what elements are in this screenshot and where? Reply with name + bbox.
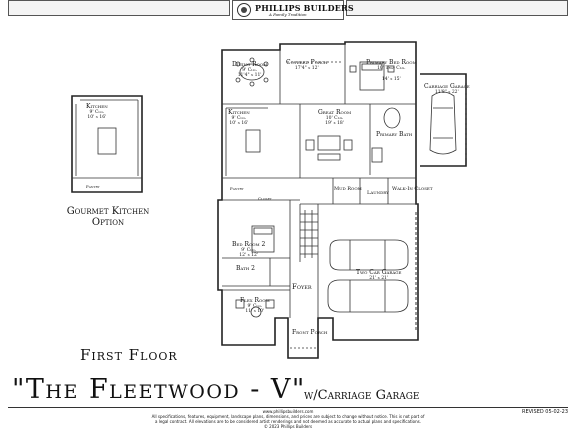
room-label-foyer: Foyer bbox=[292, 283, 312, 291]
room-label-flex: Flex Room 9' Clg. 11' x 10' bbox=[240, 297, 270, 315]
covered-porch-dims: 17'4" x 12' bbox=[294, 66, 319, 71]
room-label-laundry: Laundry bbox=[367, 190, 389, 196]
footer-website: www.phillipsbuilders.com bbox=[262, 409, 314, 414]
kitchen-dims: 10' x 16' bbox=[229, 121, 249, 126]
room-label-dining: Dining Room 9' Clg. 11'4" x 11' bbox=[232, 61, 268, 79]
plan-subtitle: w/Carriage Garage bbox=[304, 388, 420, 403]
great-room-dims: 19' x 18' bbox=[325, 121, 345, 126]
two-car-name: Two Car Garage bbox=[356, 269, 402, 276]
primary-bed-name: Primary Bed Room bbox=[366, 59, 417, 66]
dining-dims: 11'4" x 11' bbox=[237, 73, 262, 78]
footer-block: www.phillipsbuilders.com All specificati… bbox=[108, 409, 468, 429]
option-kitchen-ceiling: 9' Clg. bbox=[89, 110, 105, 115]
room-label-walkin-closet: Walk-In Closet bbox=[392, 186, 433, 192]
room-label-bath2: Bath 2 bbox=[236, 265, 255, 272]
kitchen-ceiling: 9' Clg. bbox=[231, 116, 247, 121]
dining-name: Dining Room bbox=[232, 61, 268, 68]
option-kitchen-label: Kitchen 9' Clg. 10' x 16' bbox=[86, 103, 108, 121]
crest-icon bbox=[237, 3, 251, 17]
room-label-mud-room: Mud Room bbox=[334, 186, 362, 192]
brand-tagline: A Family Tradition bbox=[269, 12, 307, 17]
room-label-carriage-garage: Carriage Garage 11'8" x 22' bbox=[424, 83, 470, 96]
flex-ceiling: 9' Clg. bbox=[247, 304, 263, 309]
carriage-garage-name: Carriage Garage bbox=[424, 83, 470, 90]
footer-copyright: © 2023 Phillips Builders bbox=[263, 424, 313, 429]
footer-rule bbox=[8, 407, 568, 408]
bed2-ceiling: 9' Clg. bbox=[241, 248, 257, 253]
room-label-closet: Closet bbox=[258, 196, 272, 201]
room-label-covered-porch: Covered Porch 17'4" x 12' bbox=[286, 59, 328, 72]
room-label-great-room: Great Room 10' Clg. 19' x 18' bbox=[318, 109, 352, 127]
room-label-pantry: Pantry bbox=[230, 186, 244, 191]
option-pantry-label: Pantry bbox=[86, 184, 100, 189]
room-label-front-porch: Front Porch bbox=[292, 329, 328, 336]
kitchen-name: Kitchen bbox=[228, 109, 250, 116]
covered-porch-name: Covered Porch bbox=[286, 59, 328, 66]
carriage-garage-dims: 11'8" x 22' bbox=[434, 90, 459, 95]
footer-disclaimer-2: a legal contract. All elevations are to … bbox=[155, 419, 421, 424]
two-car-dims: 21' x 21' bbox=[369, 276, 389, 281]
flex-name: Flex Room bbox=[240, 297, 270, 304]
primary-bed-dims: 14' x 15' bbox=[381, 77, 401, 82]
floor-label: First Floor bbox=[80, 346, 178, 364]
brand-name: PHILLIPS BUILDERS bbox=[255, 3, 354, 13]
header-bar bbox=[0, 0, 576, 16]
footer-disclaimer-1: All specifications, features, equipment,… bbox=[151, 414, 425, 419]
room-label-bed2: Bed Room 2 9' Clg. 12' x 12' bbox=[232, 241, 266, 259]
primary-bed-ceiling: 10' Tray Clg. bbox=[377, 66, 406, 71]
flex-dims: 11' x 10' bbox=[245, 309, 265, 314]
revised-date: REVISED 05-02-23 bbox=[522, 409, 568, 415]
primary-bath-name: Primary Bath bbox=[376, 131, 413, 138]
gourmet-kitchen-caption: Gourmet Kitchen Option bbox=[66, 206, 150, 228]
great-room-ceiling: 10' Clg. bbox=[325, 116, 344, 121]
plan-title: "The Fleetwood - V" bbox=[12, 374, 306, 405]
bed2-dims: 12' x 12' bbox=[239, 253, 259, 258]
great-room-name: Great Room bbox=[318, 109, 352, 116]
option-kitchen-dims: 10' x 16' bbox=[87, 115, 107, 120]
header-bar-right bbox=[346, 0, 568, 16]
option-kitchen-name: Kitchen bbox=[86, 103, 108, 110]
bed2-name: Bed Room 2 bbox=[232, 241, 266, 248]
brand-logo-block: PHILLIPS BUILDERS A Family Tradition bbox=[232, 0, 354, 20]
room-label-primary-bath: Primary Bath bbox=[376, 132, 412, 138]
header-bar-left bbox=[8, 0, 230, 16]
dining-ceiling: 9' Clg. bbox=[242, 68, 258, 73]
room-label-kitchen: Kitchen 9' Clg. 10' x 16' bbox=[228, 109, 250, 127]
room-label-two-car: Two Car Garage 21' x 21' bbox=[356, 269, 402, 282]
room-label-primary-bed: Primary Bed Room 10' Tray Clg. 14' x 15' bbox=[366, 59, 417, 83]
